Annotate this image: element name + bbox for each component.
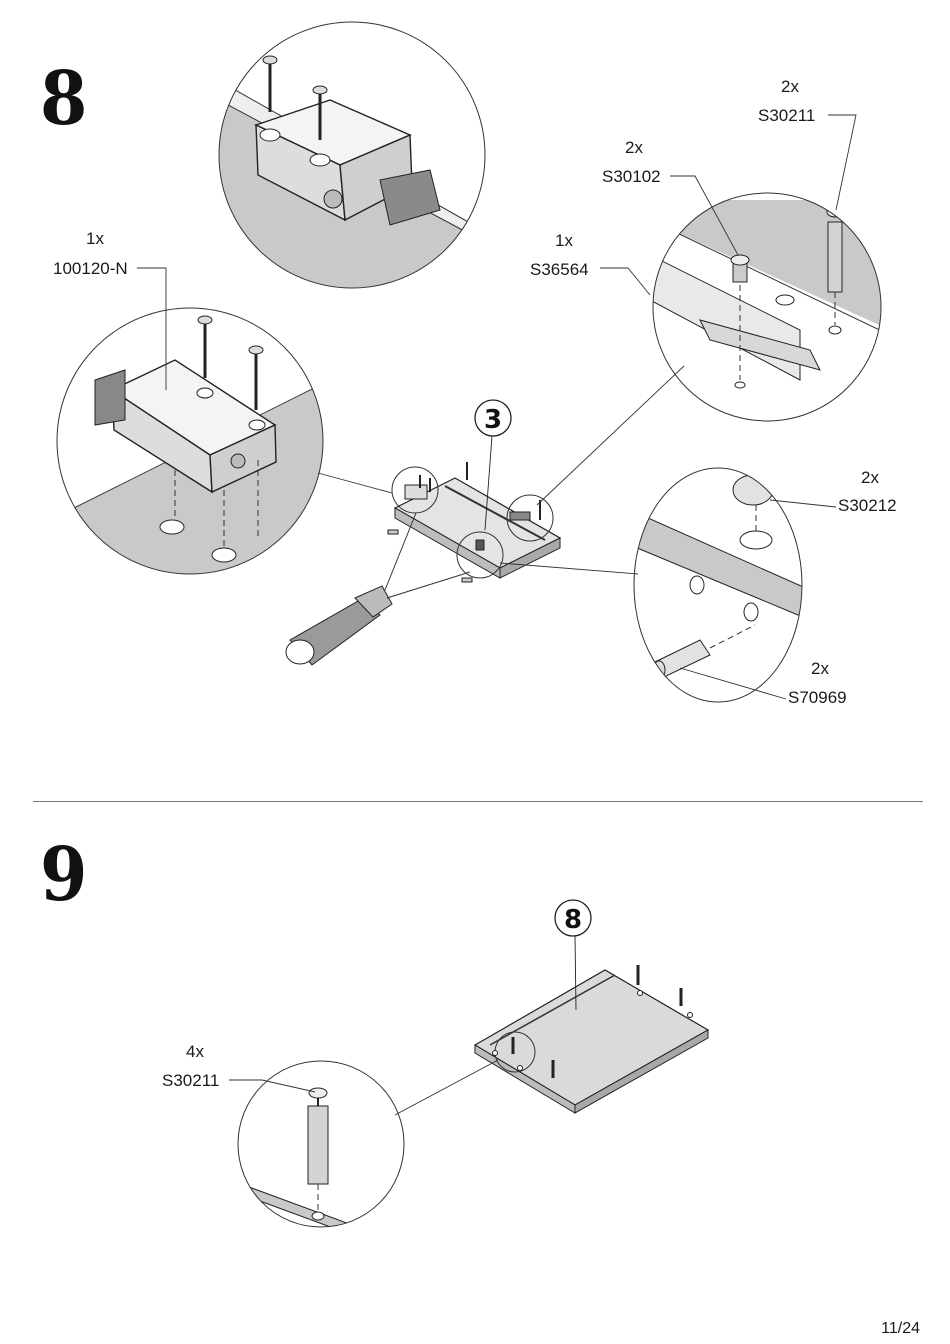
step-8-number: 8 xyxy=(40,56,88,142)
detail-ellipse-cam xyxy=(634,474,802,702)
step-divider xyxy=(33,801,923,802)
page-number: 11/24 xyxy=(881,1320,920,1337)
part-qty-100120-N: 1x xyxy=(86,229,104,248)
assembly-ref-label-0: 3 xyxy=(484,405,502,435)
detail-circle-right xyxy=(653,200,881,421)
part-qty-S70969: 2x xyxy=(811,659,829,678)
glue-bottle xyxy=(285,512,471,666)
assembly-ref-label-1: 8 xyxy=(564,905,582,935)
part-qty-S30211: 2x xyxy=(781,77,799,96)
part-qty-S30212: 2x xyxy=(861,468,879,487)
connector-lines-step8 xyxy=(137,114,857,700)
part-code-100120-N: 100120-N xyxy=(53,259,128,278)
detail-circle-left xyxy=(57,315,323,574)
assembly-ref-8 xyxy=(554,899,592,1011)
part-qty-S30211-step9: 4x xyxy=(186,1042,204,1061)
detail-circle-step9 xyxy=(238,1087,404,1227)
main-panel-step9 xyxy=(473,965,710,1114)
part-qty-S30102: 2x xyxy=(625,138,643,157)
main-panel-step8 xyxy=(387,462,562,583)
part-qty-S36564: 1x xyxy=(555,231,573,250)
connector-lines-step9 xyxy=(229,1059,499,1116)
part-code-S36564: S36564 xyxy=(530,260,589,279)
part-code-S30211-step9: S30211 xyxy=(162,1071,220,1090)
step-9-number: 9 xyxy=(40,832,88,918)
detail-circle-top xyxy=(219,55,485,288)
part-code-S30211: S30211 xyxy=(758,106,816,125)
assembly-ref-3 xyxy=(474,399,512,531)
part-code-S30212: S30212 xyxy=(838,496,897,515)
part-code-S70969: S70969 xyxy=(788,688,847,707)
part-code-S30102: S30102 xyxy=(602,167,661,186)
